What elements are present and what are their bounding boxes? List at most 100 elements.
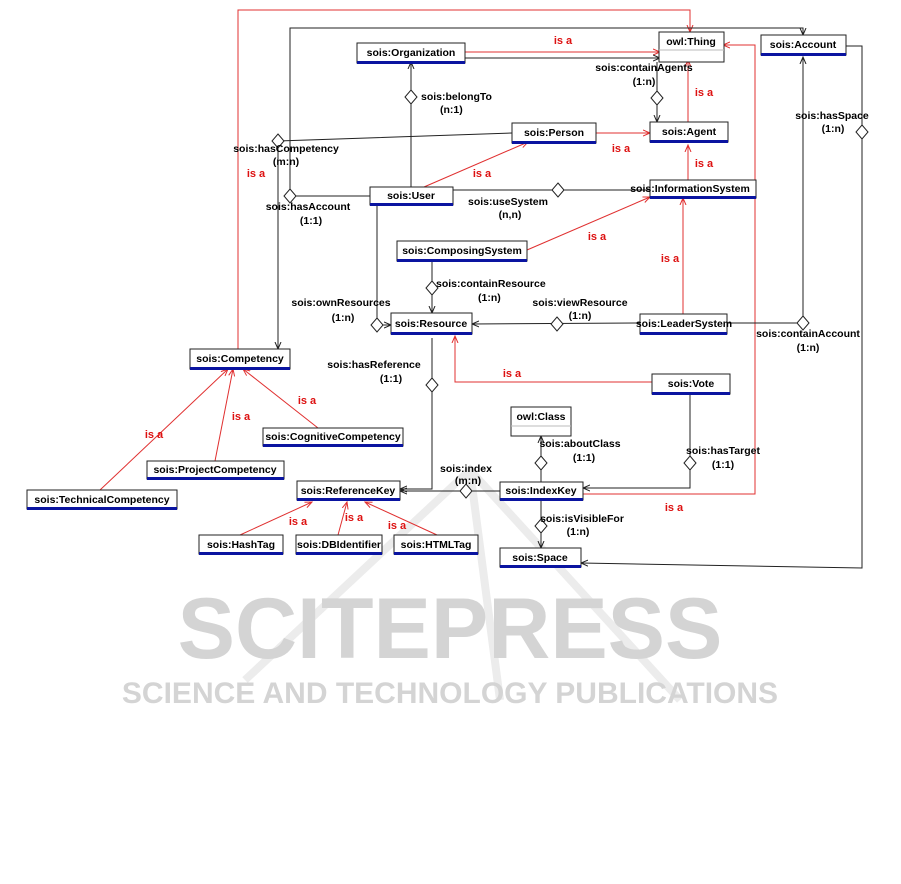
relation-has-reference-card: (1:1) xyxy=(380,373,402,385)
relation-has-space-card: (1:n) xyxy=(822,123,845,135)
diamond-about-class xyxy=(534,455,548,471)
isa-label: is a xyxy=(247,168,266,180)
class-label-space: sois:Space xyxy=(512,552,568,564)
isa-edges xyxy=(99,9,756,536)
relation-contain-resource-name: sois:containResource xyxy=(436,278,546,290)
class-box-cognitive-competency: sois:CognitiveCompetency xyxy=(262,427,404,447)
diamond-has-space xyxy=(855,124,869,140)
class-box-technical-competency: sois:TechnicalCompetency xyxy=(26,489,178,510)
diamond-has-reference xyxy=(425,377,439,393)
class-label-agent: sois:Agent xyxy=(662,126,717,138)
isa-label: is a xyxy=(473,168,492,180)
class-label-leader-system: sois:LeaderSystem xyxy=(636,318,732,330)
class-label-owl-class: owl:Class xyxy=(516,411,565,423)
relation-belong-to-name: sois:belongTo xyxy=(421,91,492,103)
class-box-information-system: sois:InformationSystem xyxy=(630,179,757,199)
diamond-use-system xyxy=(551,182,565,198)
diamond-has-target xyxy=(683,455,697,471)
relation-use-system-name: sois:useSystem xyxy=(468,196,548,208)
class-box-leader-system: sois:LeaderSystem xyxy=(636,313,732,335)
isa-label: is a xyxy=(665,502,684,514)
relation-has-account-card: (1:1) xyxy=(300,215,322,227)
relation-contain-resource-card: (1:n) xyxy=(478,292,501,304)
relation-contain-account-card: (1:n) xyxy=(797,342,820,354)
relation-has-account-name: sois:hasAccount xyxy=(266,201,351,213)
diamond-belong-to xyxy=(404,89,418,105)
class-box-account: sois:Account xyxy=(760,34,847,56)
class-label-technical-competency: sois:TechnicalCompetency xyxy=(34,494,169,506)
class-label-vote: sois:Vote xyxy=(668,378,715,390)
class-label-person: sois:Person xyxy=(524,127,584,139)
isa-label: is a xyxy=(554,35,573,47)
isa-label: is a xyxy=(503,368,522,380)
class-box-person: sois:Person xyxy=(511,122,597,144)
diamond-has-competency xyxy=(271,133,285,149)
isa-label: is a xyxy=(388,520,407,532)
relation-has-space-name: sois:hasSpace xyxy=(795,110,869,122)
relation-has-reference-name: sois:hasReference xyxy=(327,359,421,371)
class-box-reference-key: sois:ReferenceKey xyxy=(296,480,401,501)
class-box-owl-class: owl:Class xyxy=(510,406,572,437)
relation-has-competency-name: sois:hasCompetency xyxy=(233,143,339,155)
class-label-cognitive-competency: sois:CognitiveCompetency xyxy=(265,431,401,443)
class-box-agent: sois:Agent xyxy=(649,121,729,143)
isa-label: is a xyxy=(588,231,607,243)
class-box-html-tag: sois:HTMLTag xyxy=(393,534,479,555)
relation-contain-account-name: sois:containAccount xyxy=(756,328,860,340)
class-label-thing: owl:Thing xyxy=(666,36,716,48)
isa-label: is a xyxy=(145,429,164,441)
diamond-has-account xyxy=(283,188,297,204)
class-box-user: sois:User xyxy=(369,186,454,206)
diamond-own-resources xyxy=(370,317,384,333)
relation-own-resources-name: sois:ownResources xyxy=(291,297,390,309)
isa-label: is a xyxy=(232,411,251,423)
relation-belong-to-card: (n:1) xyxy=(440,104,463,116)
isa-label: is a xyxy=(289,516,308,528)
relation-about-class-name: sois:aboutClass xyxy=(539,438,620,450)
diamond-view-resource xyxy=(550,316,564,332)
relation-contain-agents-name: sois:containAgents xyxy=(595,62,693,74)
class-label-information-system: sois:InformationSystem xyxy=(630,183,750,195)
class-box-thing: owl:Thing xyxy=(658,31,725,63)
class-label-hash-tag: sois:HashTag xyxy=(207,539,275,551)
class-label-organization: sois:Organization xyxy=(367,47,456,59)
diamond-contain-agents xyxy=(650,90,664,106)
class-box-competency: sois:Competency xyxy=(189,348,291,370)
diamond-contain-resource xyxy=(425,280,439,296)
class-box-resource: sois:Resource xyxy=(390,312,473,335)
isa-label: is a xyxy=(345,512,364,524)
watermark-title: SCITEPRESS xyxy=(178,581,723,677)
relation-about-class-card: (1:1) xyxy=(573,452,595,464)
isa-label: is a xyxy=(661,253,680,265)
class-box-db-identifier: sois:DBIdentifier xyxy=(295,534,383,555)
diamond-is-visible-for xyxy=(534,518,548,534)
class-label-competency: sois:Competency xyxy=(196,353,284,365)
class-box-hash-tag: sois:HashTag xyxy=(198,534,284,555)
relation-labels: sois:containAgents (1:n) sois:hasSpace (… xyxy=(233,62,869,538)
relation-index-card: (m:n) xyxy=(455,475,481,487)
isa-labels: is a is a is a is a is a is a is a is a … xyxy=(145,35,714,532)
relation-is-visible-for-card: (1:n) xyxy=(567,526,590,538)
relation-use-system-card: (n,n) xyxy=(499,209,522,221)
class-label-reference-key: sois:ReferenceKey xyxy=(301,485,396,497)
class-box-composing-system: sois:ComposingSystem xyxy=(396,240,528,262)
relation-has-target-card: (1:1) xyxy=(712,459,734,471)
relation-own-resources-card: (1:n) xyxy=(332,312,355,324)
class-label-db-identifier: sois:DBIdentifier xyxy=(297,539,381,551)
relation-diamonds xyxy=(271,89,869,534)
relation-has-competency-card: (m:n) xyxy=(273,156,299,168)
isa-label: is a xyxy=(298,395,317,407)
class-label-project-competency: sois:ProjectCompetency xyxy=(153,464,276,476)
class-label-index-key: sois:IndexKey xyxy=(505,485,576,497)
class-box-project-competency: sois:ProjectCompetency xyxy=(146,460,285,480)
isa-label: is a xyxy=(695,87,714,99)
relation-contain-agents-card: (1:n) xyxy=(633,76,656,88)
class-label-html-tag: sois:HTMLTag xyxy=(401,539,472,551)
class-label-resource: sois:Resource xyxy=(395,318,468,330)
class-box-index-key: sois:IndexKey xyxy=(499,481,584,501)
relation-view-resource-name: sois:viewResource xyxy=(532,297,627,309)
relation-index-name: sois:index xyxy=(440,463,492,475)
class-label-account: sois:Account xyxy=(770,39,837,51)
class-box-space: sois:Space xyxy=(499,547,582,568)
